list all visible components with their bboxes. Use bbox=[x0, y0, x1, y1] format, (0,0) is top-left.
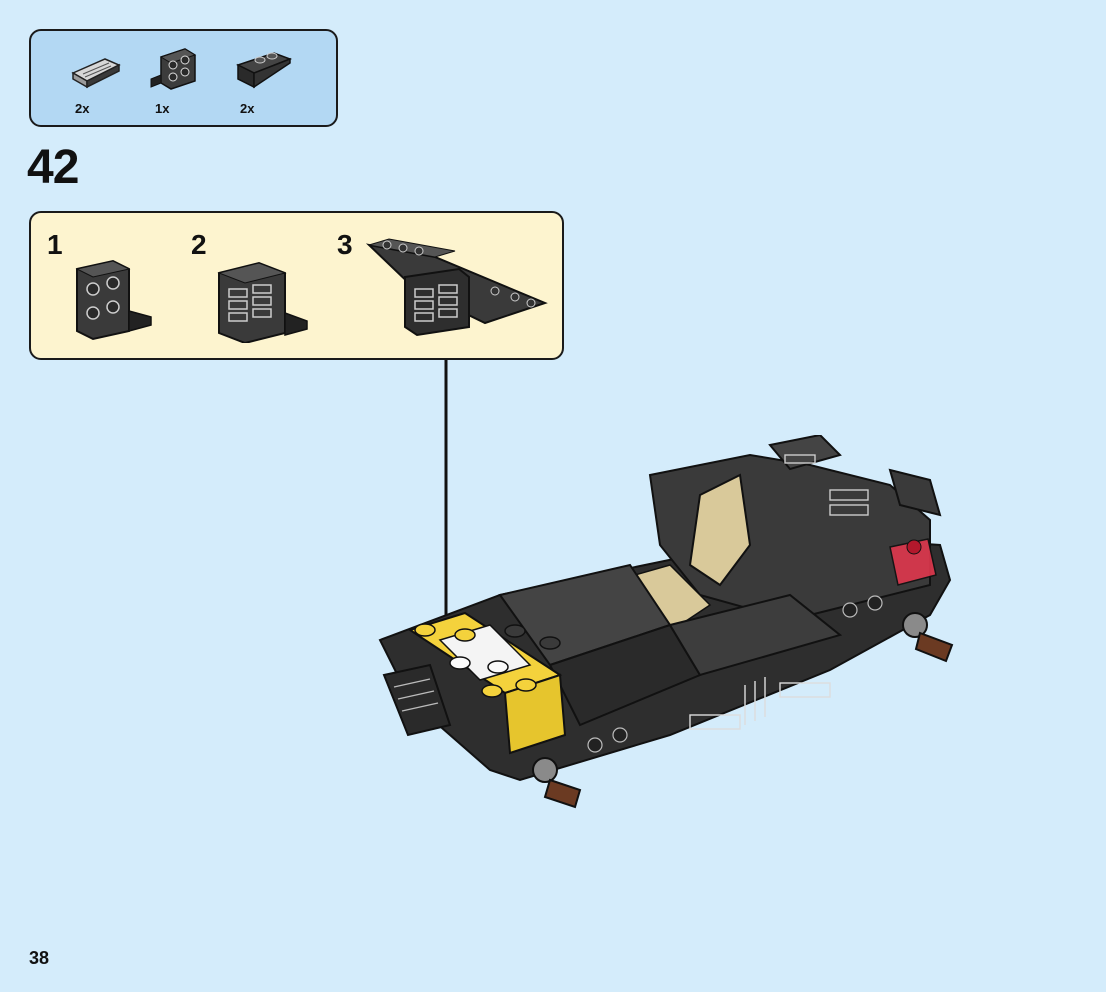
vehicle-model bbox=[378, 435, 954, 809]
sub-step-number: 2 bbox=[191, 229, 207, 260]
sub-assembly-box: 1 2 3 bbox=[29, 211, 564, 360]
bracket-with-slopes-icon bbox=[365, 238, 548, 337]
sub-step-number: 3 bbox=[337, 229, 353, 260]
part-slope-inverted: 2x bbox=[232, 41, 302, 121]
sub-step-number: 1 bbox=[47, 229, 63, 260]
part-qty: 2x bbox=[75, 101, 90, 116]
sub-step-2: 2 bbox=[191, 213, 331, 358]
part-slope-grille: 2x bbox=[67, 41, 137, 121]
parts-list: 2x 1x 2x bbox=[29, 29, 338, 127]
slope-grille-icon bbox=[71, 58, 121, 89]
part-qty: 1x bbox=[155, 101, 170, 116]
step-number: 42 bbox=[27, 141, 79, 194]
slope-inverted-icon bbox=[236, 52, 293, 89]
page-number: 38 bbox=[29, 948, 50, 968]
sub-step-3: 3 bbox=[337, 213, 562, 358]
bracket-icon bbox=[75, 259, 152, 341]
bracket-with-grilles-icon bbox=[217, 261, 308, 343]
part-bracket-plate: 1x bbox=[147, 41, 217, 121]
bracket-plate-icon bbox=[150, 48, 197, 90]
sub-step-1: 1 bbox=[47, 213, 187, 358]
part-qty: 2x bbox=[240, 101, 255, 116]
